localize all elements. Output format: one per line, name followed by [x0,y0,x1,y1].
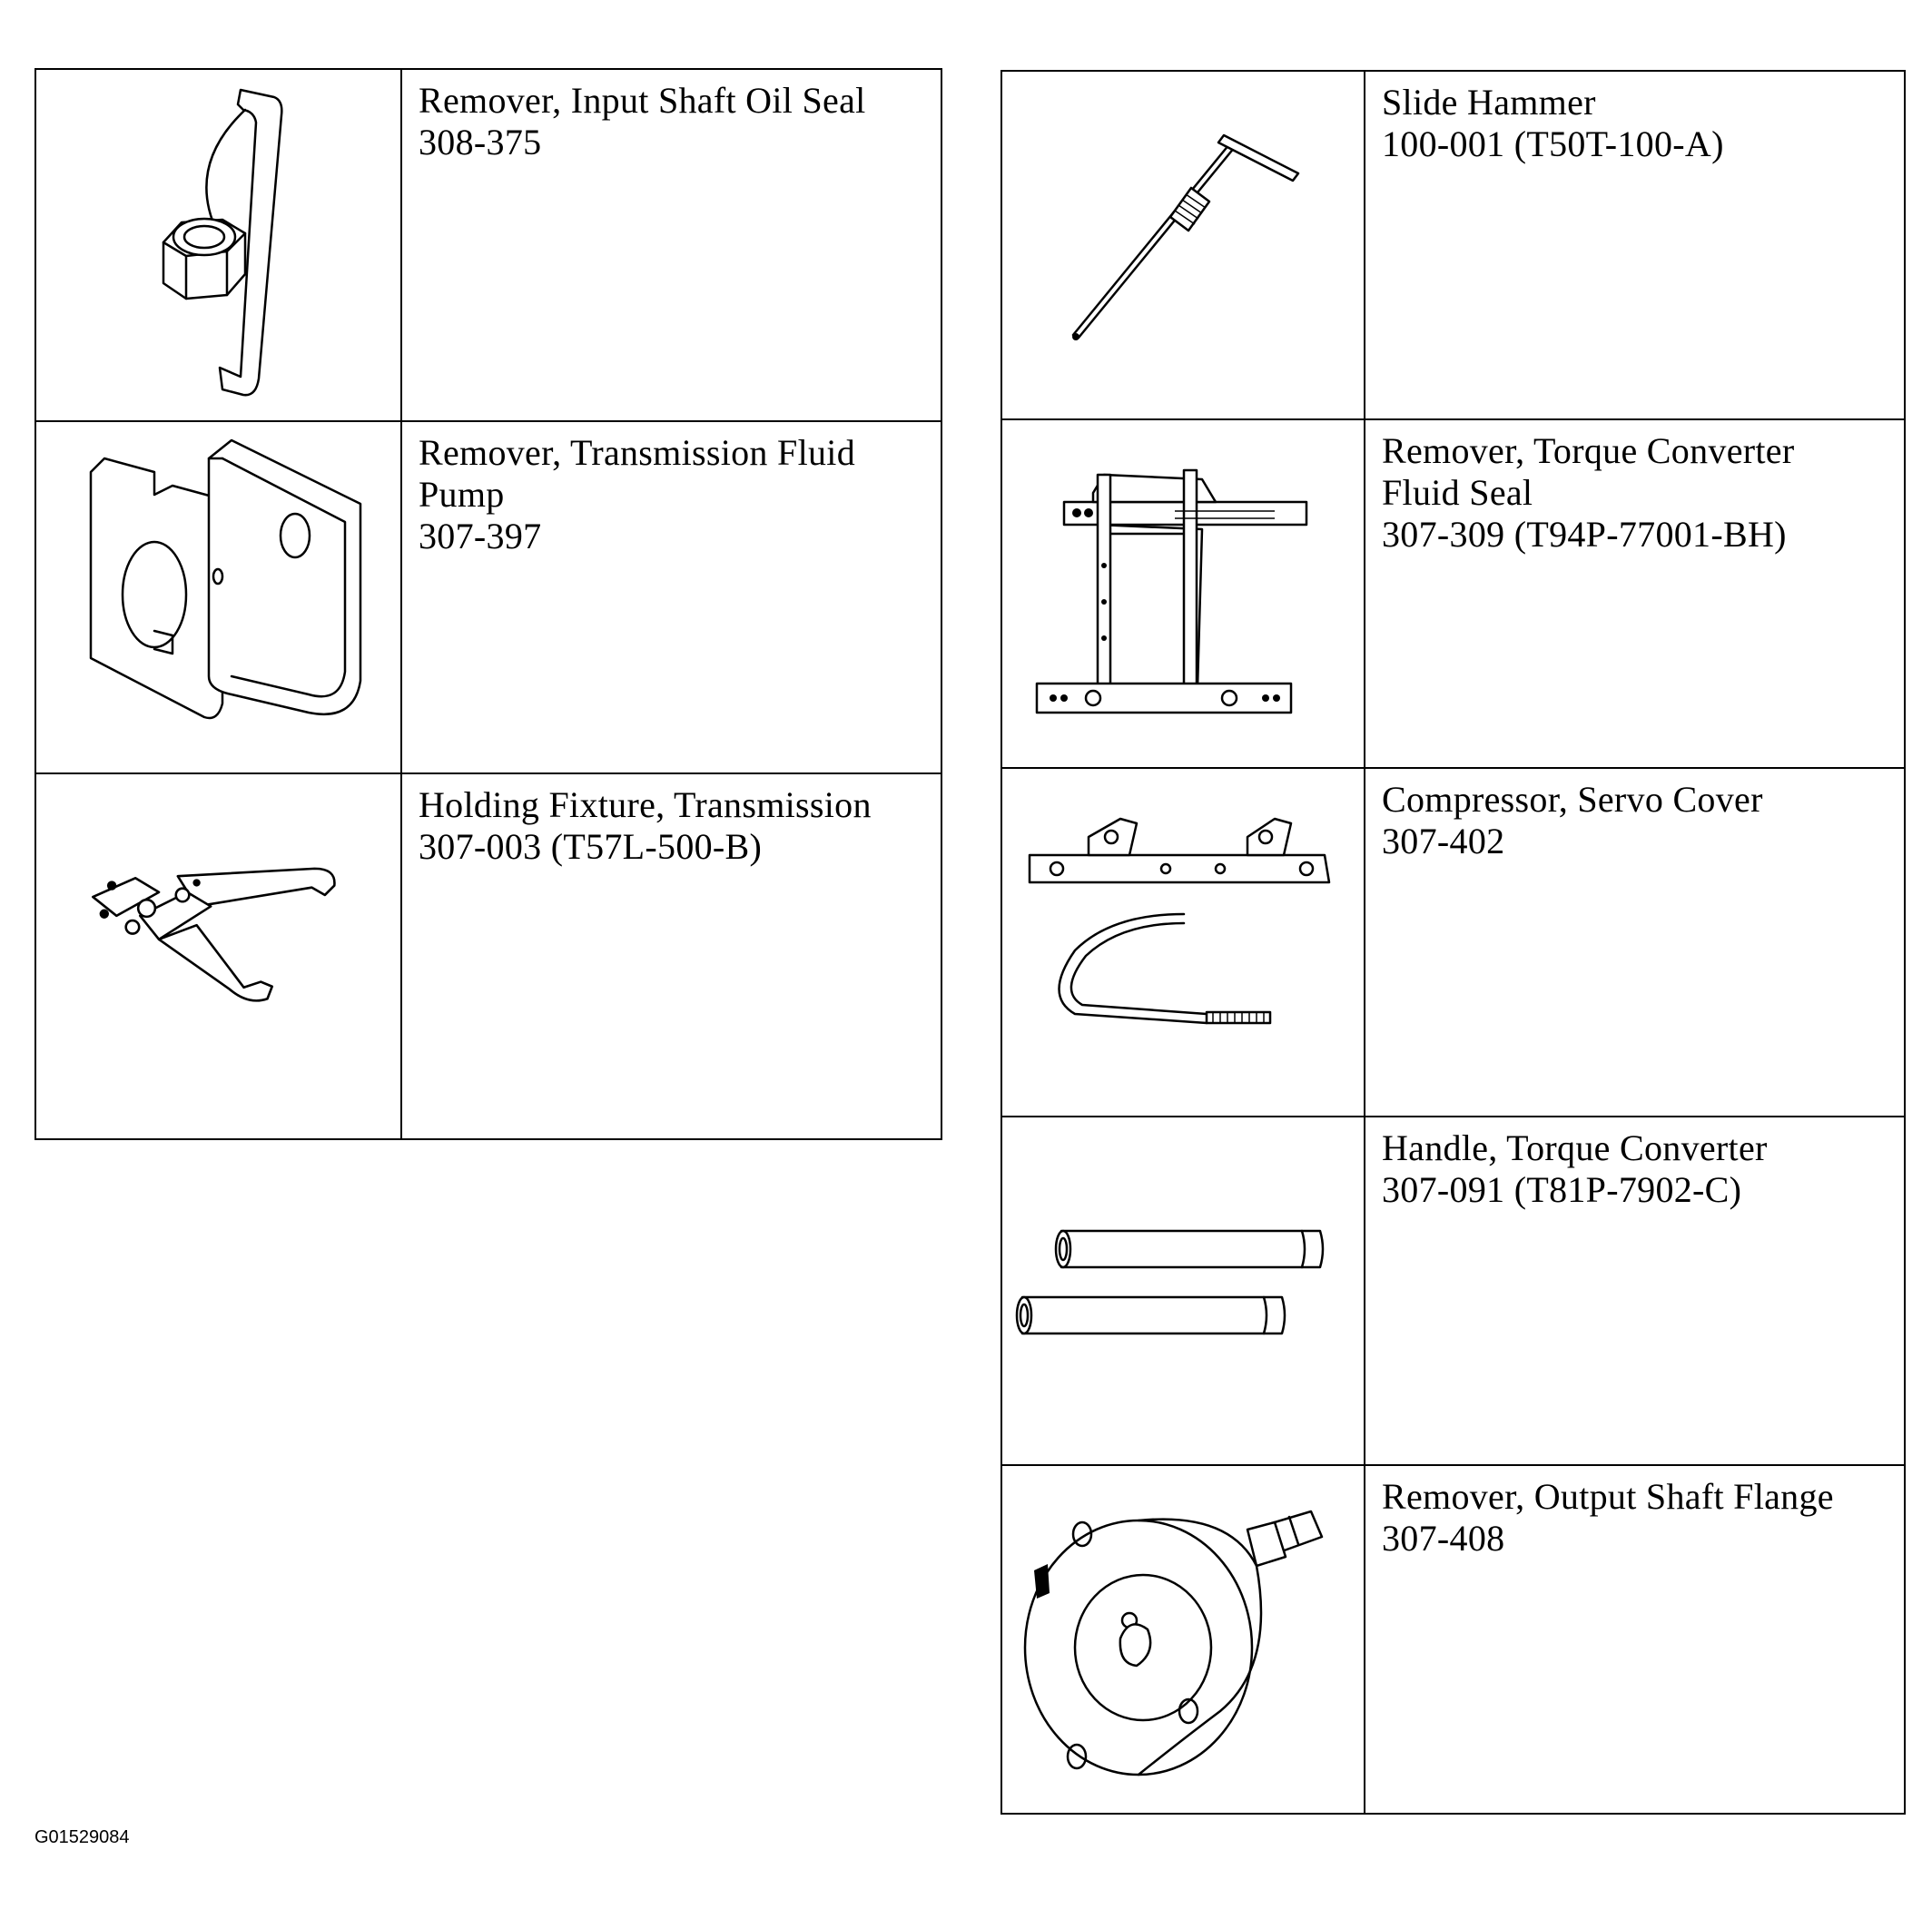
fluid-seal-remover-illustration [1035,468,1308,714]
tool-number: 307-309 (T94P-77001-BH) [1382,514,1787,555]
tool-name: Remover, Transmission Fluid [419,432,856,473]
tool-illustration-cell [1000,70,1365,420]
tool-row: Handle, Torque Converter 307-091 (T81P-7… [1000,1116,1906,1466]
tool-description-cell: Slide Hammer 100-001 (T50T-100-A) [1364,70,1906,420]
tool-number: 100-001 (T50T-100-A) [1382,123,1724,164]
torque-converter-handle-illustration [1015,1229,1325,1335]
tool-description-cell: Holding Fixture, Transmission 307-003 (T… [400,772,942,1140]
tool-description-cell: Remover, Input Shaft Oil Seal 308-375 [400,68,942,422]
tool-name-continued: Fluid Seal [1382,472,1533,513]
output-shaft-flange-remover-illustration [1023,1510,1324,1776]
tool-description-cell: Remover, Output Shaft Flange 307-408 [1364,1464,1906,1815]
tool-number: 307-408 [1382,1518,1505,1559]
fluid-pump-remover-illustration [89,438,362,720]
slide-hammer-illustration [1071,133,1300,340]
left-tool-table: Remover, Input Shaft Oil Seal 308-375 Re… [34,68,942,1140]
tool-illustration-cell [1000,418,1365,769]
tool-name: Remover, Input Shaft Oil Seal [419,80,866,121]
tool-name: Handle, Torque Converter [1382,1127,1768,1168]
tool-illustration-cell [34,68,402,422]
tool-description-cell: Remover, Transmission Fluid Pump 307-397 [400,420,942,774]
tool-name: Compressor, Servo Cover [1382,779,1763,820]
tool-row: Compressor, Servo Cover 307-402 [1000,767,1906,1117]
tool-row: Remover, Transmission Fluid Pump 307-397 [34,420,942,774]
tool-description-cell: Handle, Torque Converter 307-091 (T81P-7… [1364,1116,1906,1466]
tool-name: Holding Fixture, Transmission [419,784,872,825]
tool-illustration-cell [1000,1116,1365,1466]
tool-illustration-cell [1000,1464,1365,1815]
servo-cover-compressor-illustration [1028,817,1331,1025]
tool-name: Remover, Torque Converter [1382,430,1795,471]
tool-name: Slide Hammer [1382,82,1596,123]
figure-id: G01529084 [34,1827,130,1847]
oil-seal-remover-illustration [162,88,283,397]
tool-illustration-cell [34,420,402,774]
tool-illustration-cell [1000,767,1365,1117]
tool-number: 308-375 [419,122,542,162]
tool-number: 307-003 (T57L-500-B) [419,826,763,867]
tool-name-continued: Pump [419,474,505,515]
tool-description-cell: Remover, Torque Converter Fluid Seal 307… [1364,418,1906,769]
tool-illustration-cell [34,772,402,1140]
tool-row: Slide Hammer 100-001 (T50T-100-A) [1000,70,1906,420]
tool-name: Remover, Output Shaft Flange [1382,1476,1834,1517]
tool-row: Remover, Output Shaft Flange 307-408 [1000,1464,1906,1815]
holding-fixture-illustration [92,867,336,1002]
tool-row: Remover, Input Shaft Oil Seal 308-375 [34,68,942,422]
tool-number: 307-397 [419,516,542,556]
tool-row: Holding Fixture, Transmission 307-003 (T… [34,772,942,1140]
right-tool-table: Slide Hammer 100-001 (T50T-100-A) [1000,70,1906,1815]
tool-description-cell: Compressor, Servo Cover 307-402 [1364,767,1906,1117]
tool-number: 307-402 [1382,821,1505,861]
tool-row: Remover, Torque Converter Fluid Seal 307… [1000,418,1906,769]
tool-number: 307-091 (T81P-7902-C) [1382,1169,1742,1210]
